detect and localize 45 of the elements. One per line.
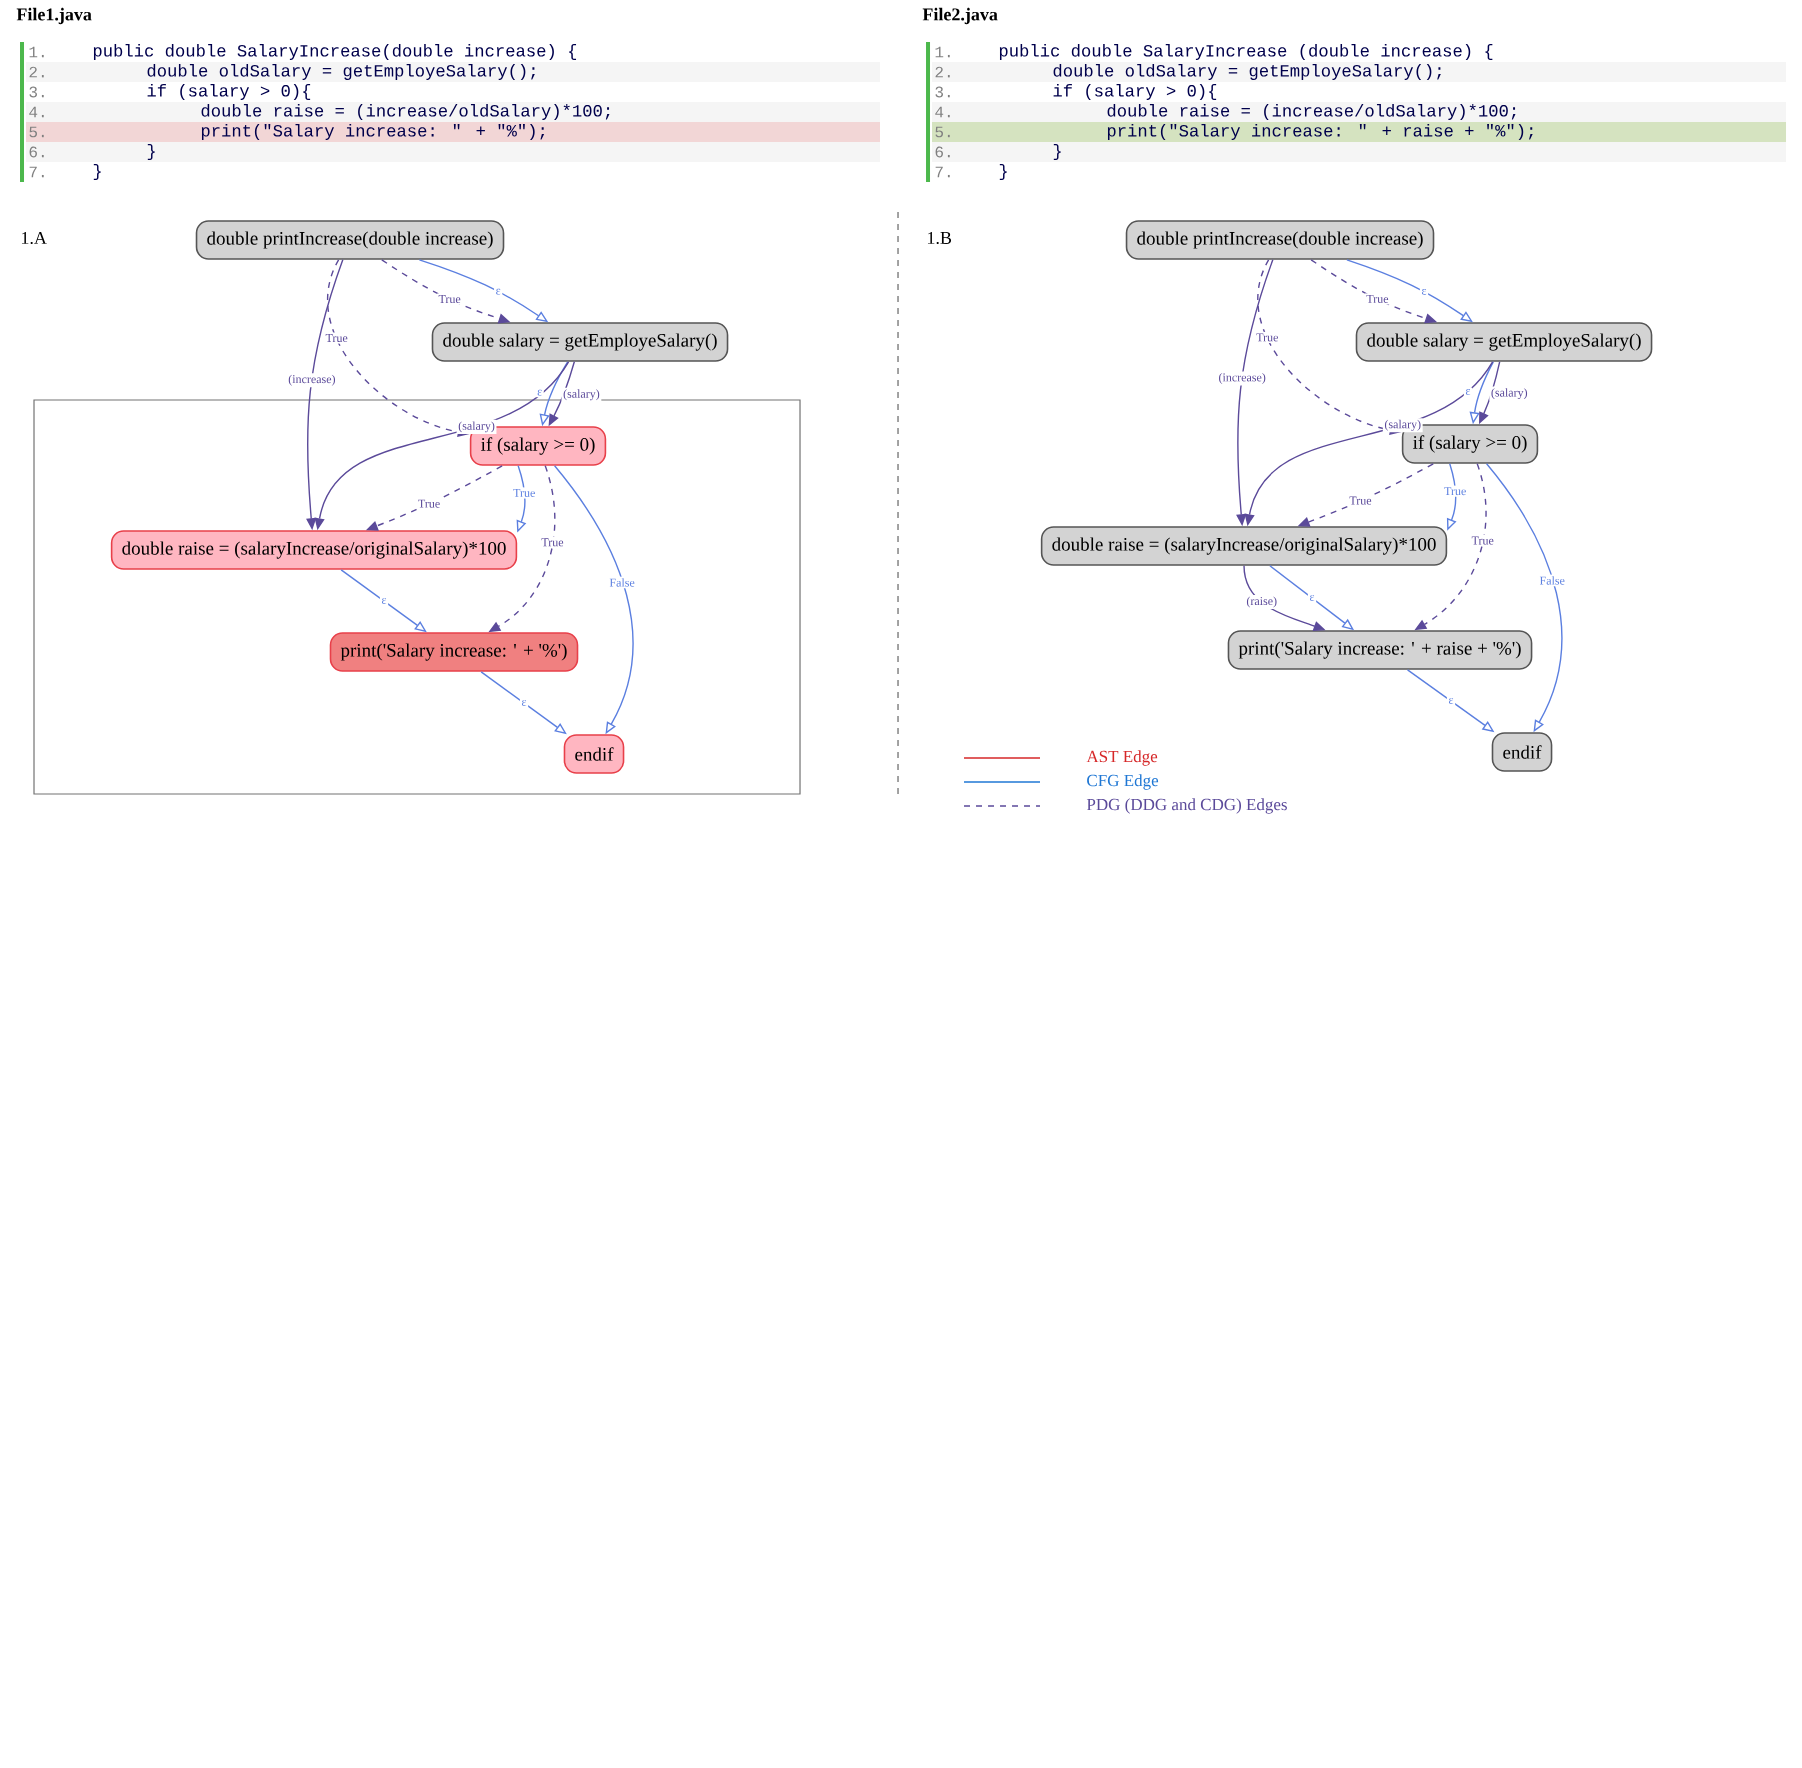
line-number: 6. [935, 146, 950, 158]
statement-node: double raise = (salaryIncrease/originalSalary)*100 [1040, 526, 1448, 566]
code-line: double oldSalary = getEmployeSalary(); [147, 64, 535, 81]
line-number: 3. [29, 86, 44, 98]
statement-node: endif [1491, 732, 1553, 772]
statement-node: double printIncrease(double increase) [195, 220, 505, 260]
code-line: print("Salary increase: " + raise + "%"); [1107, 124, 1533, 141]
file-name: File1.java [16, 7, 92, 25]
line-number: 5. [935, 126, 950, 138]
code-line: double oldSalary = getEmployeSalary(); [1053, 64, 1441, 81]
legend-text: PDG (DDG and CDG) Edges [1086, 798, 1287, 814]
statement-node: print('Salary increase: ' + '%') [329, 632, 579, 672]
file-name: File2.java [922, 7, 998, 25]
statement-node: double salary = getEmployeSalary() [431, 322, 729, 362]
code-line: double raise = (increase/oldSalary)*100; [1107, 104, 1516, 121]
line-number: 7. [29, 166, 44, 178]
legend-text: CFG Edge [1087, 774, 1159, 790]
line-number: 2. [935, 66, 950, 78]
panel-label: 1.A [22, 231, 47, 245]
line-number: 7. [935, 166, 950, 178]
code-line: print("Salary increase: " + "%"); [201, 124, 545, 141]
code-line: } [1053, 144, 1061, 161]
code-line: } [999, 164, 1007, 181]
line-number: 1. [935, 46, 950, 58]
code-line: } [147, 144, 155, 161]
code-line: public double SalaryIncrease(double increase) { [93, 44, 577, 61]
code-line: public double SalaryIncrease (double increase) { [999, 44, 1493, 61]
line-number: 6. [29, 146, 44, 158]
line-number: 3. [935, 86, 950, 98]
statement-node: double raise = (salaryIncrease/originalSalary)*100 [110, 530, 518, 570]
panel-label: 1.B [928, 231, 952, 245]
statement-node: double salary = getEmployeSalary() [1355, 322, 1653, 362]
code-line: if (salary > 0){ [147, 84, 311, 101]
statement-node: double printIncrease(double increase) [1125, 220, 1435, 260]
line-number: 4. [29, 106, 44, 118]
line-number: 1. [29, 46, 44, 58]
code-line: double raise = (increase/oldSalary)*100; [201, 104, 610, 121]
statement-node: endif [563, 734, 625, 774]
line-number: 4. [935, 106, 950, 118]
code-line: } [93, 164, 101, 181]
line-number: 5. [29, 126, 44, 138]
line-number: 2. [29, 66, 44, 78]
statement-node: print('Salary increase: ' + raise + '%') [1227, 630, 1533, 670]
code-line: if (salary > 0){ [1053, 84, 1217, 101]
legend-text: AST Edge [1086, 750, 1158, 766]
